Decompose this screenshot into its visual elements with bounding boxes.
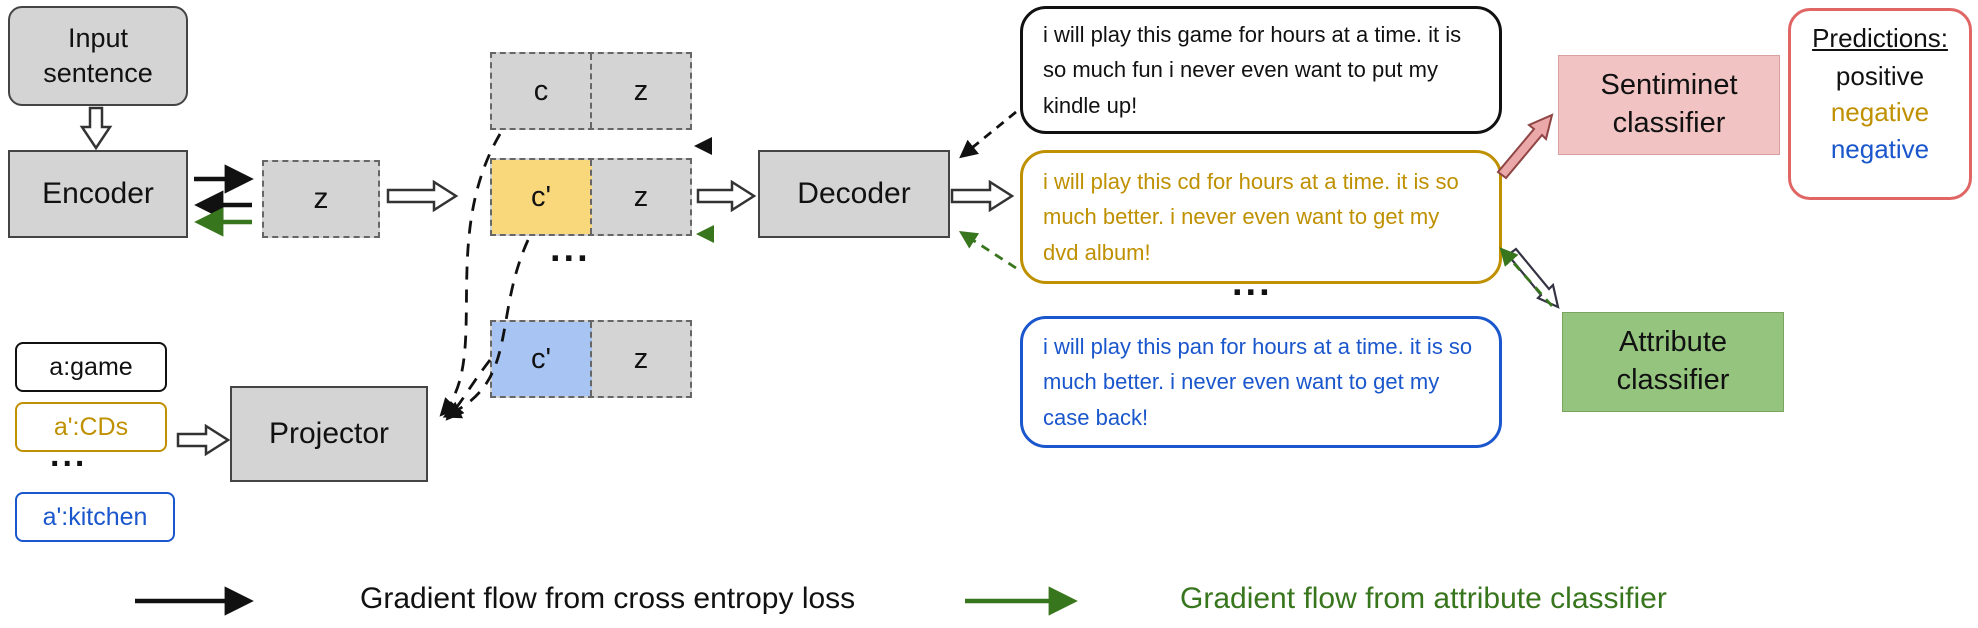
attributes-ellipsis: ... [50, 436, 88, 474]
predictions-title: Predictions: [1812, 23, 1948, 53]
sentiment-classifier-node: Sentiminet classifier [1558, 55, 1780, 155]
decoder-node: Decoder [758, 150, 950, 238]
prediction-item-positive: positive [1835, 61, 1925, 91]
arrow-bubble-to-sentiment [1496, 113, 1554, 180]
predictions-panel: Predictions: positive negative negative [1788, 8, 1972, 200]
output-bubble-kitchen: i will play this pan for hours at a time… [1020, 316, 1502, 448]
gradient-arrow-bubble-to-decoder-green [958, 231, 1017, 270]
gradient-arrowhead-black [694, 137, 712, 155]
latent-row-cds: c' z [490, 158, 692, 236]
arrow-bubble-to-attribute [1506, 247, 1560, 309]
prediction-item-negative-blue: negative [1830, 133, 1930, 164]
latent-ellipsis: ... [550, 228, 591, 270]
latent-row-kitchen: c' z [490, 320, 692, 398]
output-bubble-original: i will play this game for hours at a tim… [1020, 6, 1502, 134]
encoder-node: Encoder [8, 150, 188, 238]
arrow-attributes-to-projector [176, 423, 231, 457]
attribute-classifier-node: Attribute classifier [1562, 312, 1784, 412]
z-cell: z [633, 342, 649, 375]
c-cell: c [492, 54, 592, 128]
gradient-arrow-attribute-to-bubble [1499, 247, 1554, 307]
z-latent-node: z [262, 160, 380, 238]
gradient-arrow-bubble-to-decoder-black [959, 110, 1017, 159]
input-sentence-node: Input sentence [8, 6, 188, 106]
z-cell: z [633, 74, 649, 107]
arrow-latent-to-decoder [696, 179, 757, 213]
legend-cross-entropy-label: Gradient flow from cross entropy loss [360, 582, 856, 615]
projector-curve-to-c-kitchen [445, 359, 492, 421]
prediction-item-negative-gold: negative [1830, 97, 1930, 128]
arrow-z-to-latent [386, 179, 459, 213]
latent-row-original: c z [490, 52, 692, 130]
c-prime-cell: c' [492, 322, 592, 396]
attribute-chip-cds: a':CDs [15, 402, 167, 452]
legend-attribute-label: Gradient flow from attribute classifier [1180, 582, 1667, 615]
c-prime-cell: c' [492, 160, 592, 234]
projector-node: Projector [230, 386, 428, 482]
z-cell: z [633, 180, 649, 213]
arrow-input-to-encoder [79, 106, 113, 151]
output-bubble-cds: i will play this cd for hours at a time.… [1020, 150, 1502, 284]
attribute-chip-kitchen: a':kitchen [15, 492, 175, 542]
arrow-decoder-to-output [950, 179, 1015, 213]
attribute-chip-game: a:game [15, 342, 167, 392]
gradient-arrowhead-green [696, 225, 714, 243]
